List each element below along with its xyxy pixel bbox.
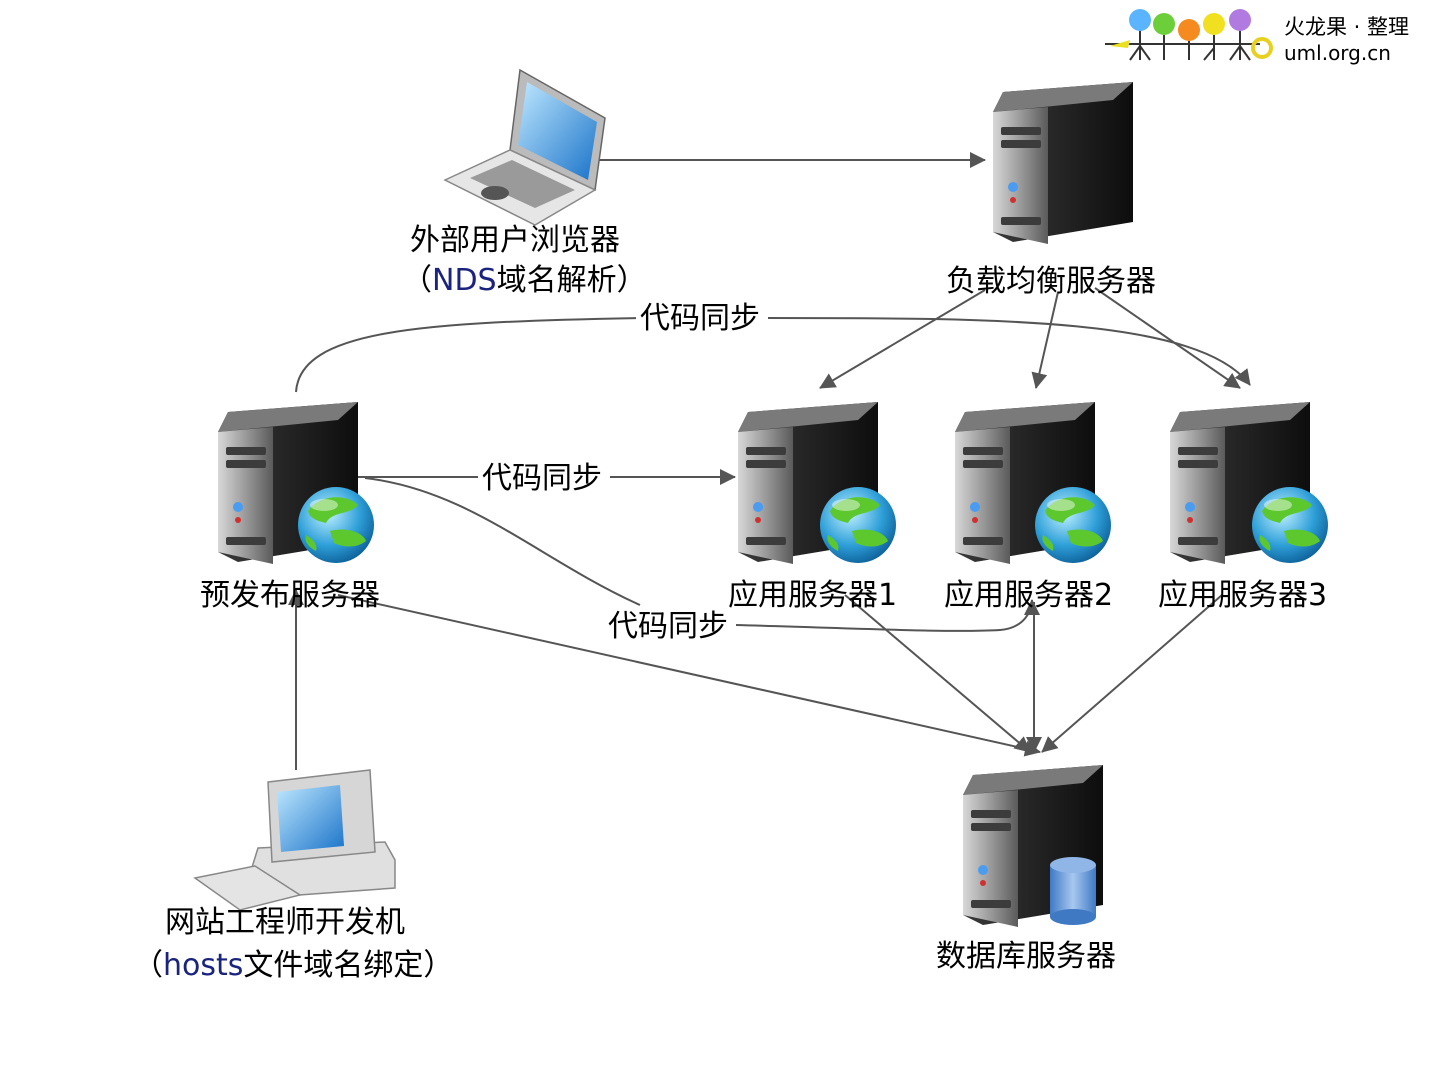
sync-bottom-label-bg xyxy=(604,606,736,644)
edge-sync-bottom-a xyxy=(364,477,641,606)
edge-label-sync-bottom: 代码同步 xyxy=(608,609,728,644)
desktop-computer-icon xyxy=(193,769,396,911)
logo-title: 火龙果 · 整理 xyxy=(1284,15,1409,39)
app3-label: 应用服务器3 xyxy=(1158,578,1327,613)
globe-icon xyxy=(298,487,374,563)
edge-lb-to-app3 xyxy=(1094,287,1241,389)
logo-url: uml.org.cn xyxy=(1284,41,1391,65)
app1-label: 应用服务器1 xyxy=(728,578,897,613)
edge-app3-to-db xyxy=(1041,594,1223,753)
edge-label-sync-top: 代码同步 xyxy=(640,301,760,336)
logo-figures-icon xyxy=(1105,9,1273,61)
node-app1: 应用服务器1 xyxy=(728,402,897,613)
server-icon xyxy=(993,82,1133,244)
globe-icon xyxy=(1252,487,1328,563)
edge-lb-to-app2 xyxy=(1031,291,1059,389)
browser-sublabel: （NDS域名解析） xyxy=(402,263,647,298)
edges xyxy=(288,152,1251,770)
edge-sync-top-b xyxy=(764,317,1251,386)
dev-sublabel: （hosts文件域名绑定） xyxy=(133,948,453,983)
sync-top-label-bg xyxy=(636,298,768,336)
edge-app1-to-db xyxy=(844,594,1031,753)
edge-sync-top-a xyxy=(295,317,641,393)
edge-sync-bottom-b xyxy=(734,599,1040,632)
node-database: 数据库服务器 xyxy=(936,765,1116,974)
edge-lb-to-app1 xyxy=(819,289,986,389)
dev-label: 网站工程师开发机 xyxy=(165,905,405,940)
globe-icon xyxy=(1035,487,1111,563)
sync-mid-label-bg xyxy=(478,458,610,496)
node-browser: 外部用户浏览器 （NDS域名解析） xyxy=(402,68,647,298)
edge-labels: 代码同步 代码同步 代码同步 xyxy=(478,298,768,644)
database-cylinder-icon xyxy=(1050,857,1096,925)
database-label: 数据库服务器 xyxy=(936,939,1116,974)
browser-label: 外部用户浏览器 xyxy=(410,223,620,258)
staging-label: 预发布服务器 xyxy=(200,578,380,613)
node-dev: 网站工程师开发机 （hosts文件域名绑定） xyxy=(133,769,453,983)
app2-label: 应用服务器2 xyxy=(944,578,1113,613)
edge-staging-to-db xyxy=(337,594,1041,757)
node-load-balancer: 负载均衡服务器 xyxy=(946,82,1156,299)
node-app2: 应用服务器2 xyxy=(944,402,1113,613)
node-staging: 预发布服务器 xyxy=(200,402,380,613)
logo: 火龙果 · 整理 uml.org.cn xyxy=(1105,9,1409,65)
load-balancer-label: 负载均衡服务器 xyxy=(946,264,1156,299)
laptop-icon xyxy=(443,68,606,226)
globe-icon xyxy=(820,487,896,563)
node-app3: 应用服务器3 xyxy=(1158,402,1328,613)
edge-label-sync-mid: 代码同步 xyxy=(482,461,602,496)
